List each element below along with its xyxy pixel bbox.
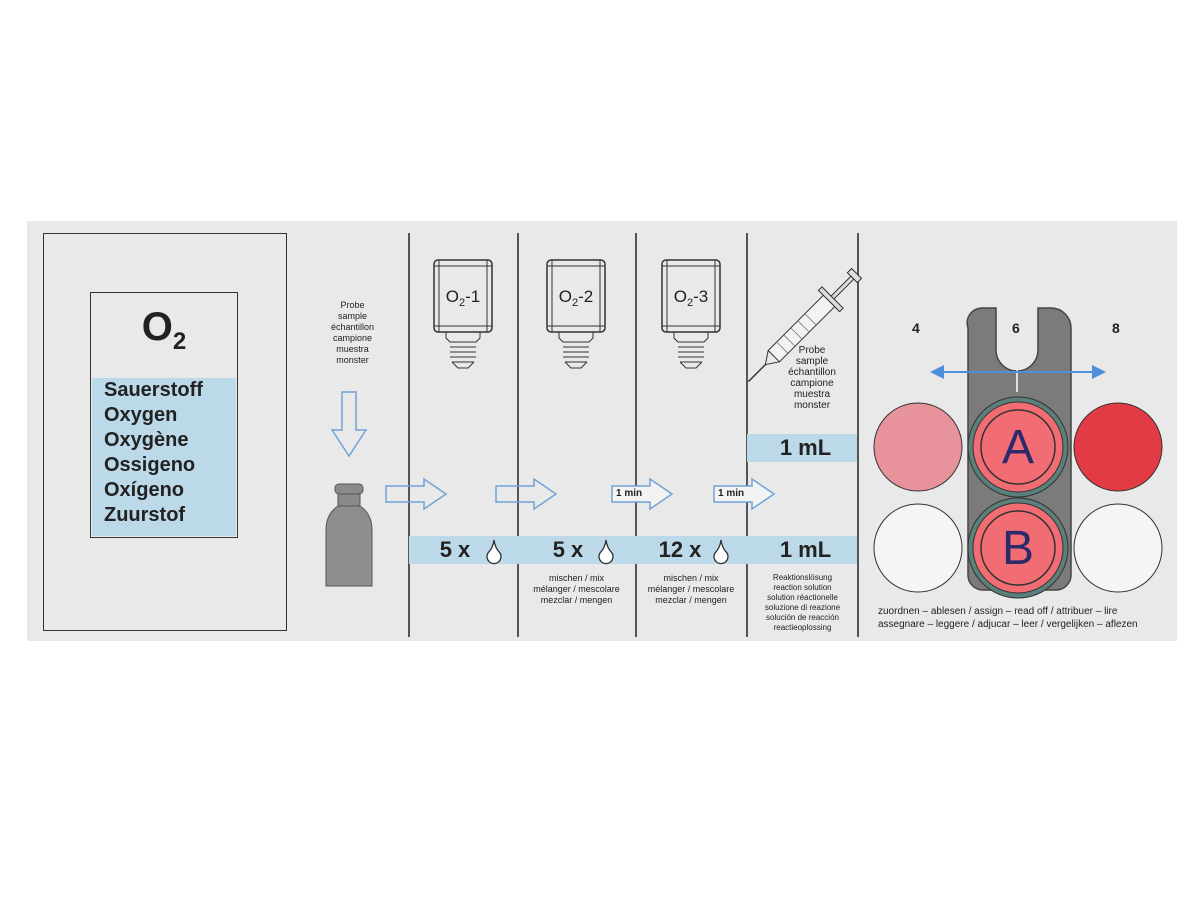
reagent-bottle-3-icon: O2-3 bbox=[661, 259, 721, 369]
drop-count-3: 12 x bbox=[658, 537, 702, 562]
svg-text:O2-3: O2-3 bbox=[674, 287, 708, 309]
drop-count-2: 5 x bbox=[552, 537, 584, 562]
volume-top: 1 mL bbox=[779, 435, 832, 460]
comparator-instructions: zuordnen – ablesen / assign – read off /… bbox=[878, 606, 1138, 630]
right-arrow-icon bbox=[385, 477, 448, 511]
reagent-bottle-1-icon: O2-1 bbox=[433, 259, 493, 369]
volume-band-top bbox=[747, 434, 857, 462]
name-fr: Oxygène bbox=[104, 429, 189, 451]
name-en: Oxygen bbox=[104, 404, 178, 426]
color-disc-8 bbox=[1073, 402, 1163, 492]
title-panel bbox=[43, 233, 287, 631]
name-de: Sauerstoff bbox=[104, 379, 203, 401]
slot-a-label: A bbox=[1001, 421, 1034, 474]
svg-text:O2-1: O2-1 bbox=[446, 287, 480, 309]
right-arrow-icon bbox=[495, 477, 558, 511]
name-nl: Zuurstof bbox=[104, 504, 186, 526]
slot-b-label: B bbox=[1001, 522, 1034, 575]
blank-disc-right bbox=[1073, 503, 1163, 593]
color-disc-4 bbox=[873, 402, 963, 492]
divider bbox=[746, 233, 748, 637]
volume-bottom: 1 mL bbox=[779, 537, 832, 562]
down-arrow-icon bbox=[330, 391, 368, 458]
drop-icon bbox=[598, 539, 614, 565]
formula-title: O2 bbox=[141, 305, 187, 355]
divider bbox=[517, 233, 519, 637]
name-es: Oxígeno bbox=[104, 479, 185, 501]
reagent-bottle-2-icon: O2-2 bbox=[546, 259, 606, 369]
blank-disc-left bbox=[873, 503, 963, 593]
scale-value-8: 8 bbox=[1112, 320, 1120, 336]
right-arrow-icon bbox=[611, 477, 674, 511]
sample-bottle-icon bbox=[325, 483, 373, 587]
name-it: Ossigeno bbox=[104, 454, 196, 476]
drop-icon bbox=[486, 539, 502, 565]
drop-icon bbox=[713, 539, 729, 565]
svg-text:O2-2: O2-2 bbox=[559, 287, 593, 309]
scale-value-6: 6 bbox=[1012, 320, 1020, 336]
syringe-icon bbox=[747, 267, 863, 383]
divider bbox=[408, 233, 410, 637]
wait-label-2: 1 min bbox=[718, 488, 745, 499]
divider bbox=[857, 233, 859, 637]
drop-count-1: 5 x bbox=[439, 537, 471, 562]
dose-band bbox=[409, 536, 857, 564]
right-arrow-icon bbox=[713, 477, 776, 511]
scale-value-4: 4 bbox=[912, 320, 920, 336]
wait-label-1: 1 min bbox=[616, 488, 643, 499]
divider bbox=[635, 233, 637, 637]
parameter-names: Sauerstoff Oxygen Oxygène Ossigeno Oxíge… bbox=[92, 378, 236, 536]
comparator-block bbox=[873, 307, 1163, 599]
